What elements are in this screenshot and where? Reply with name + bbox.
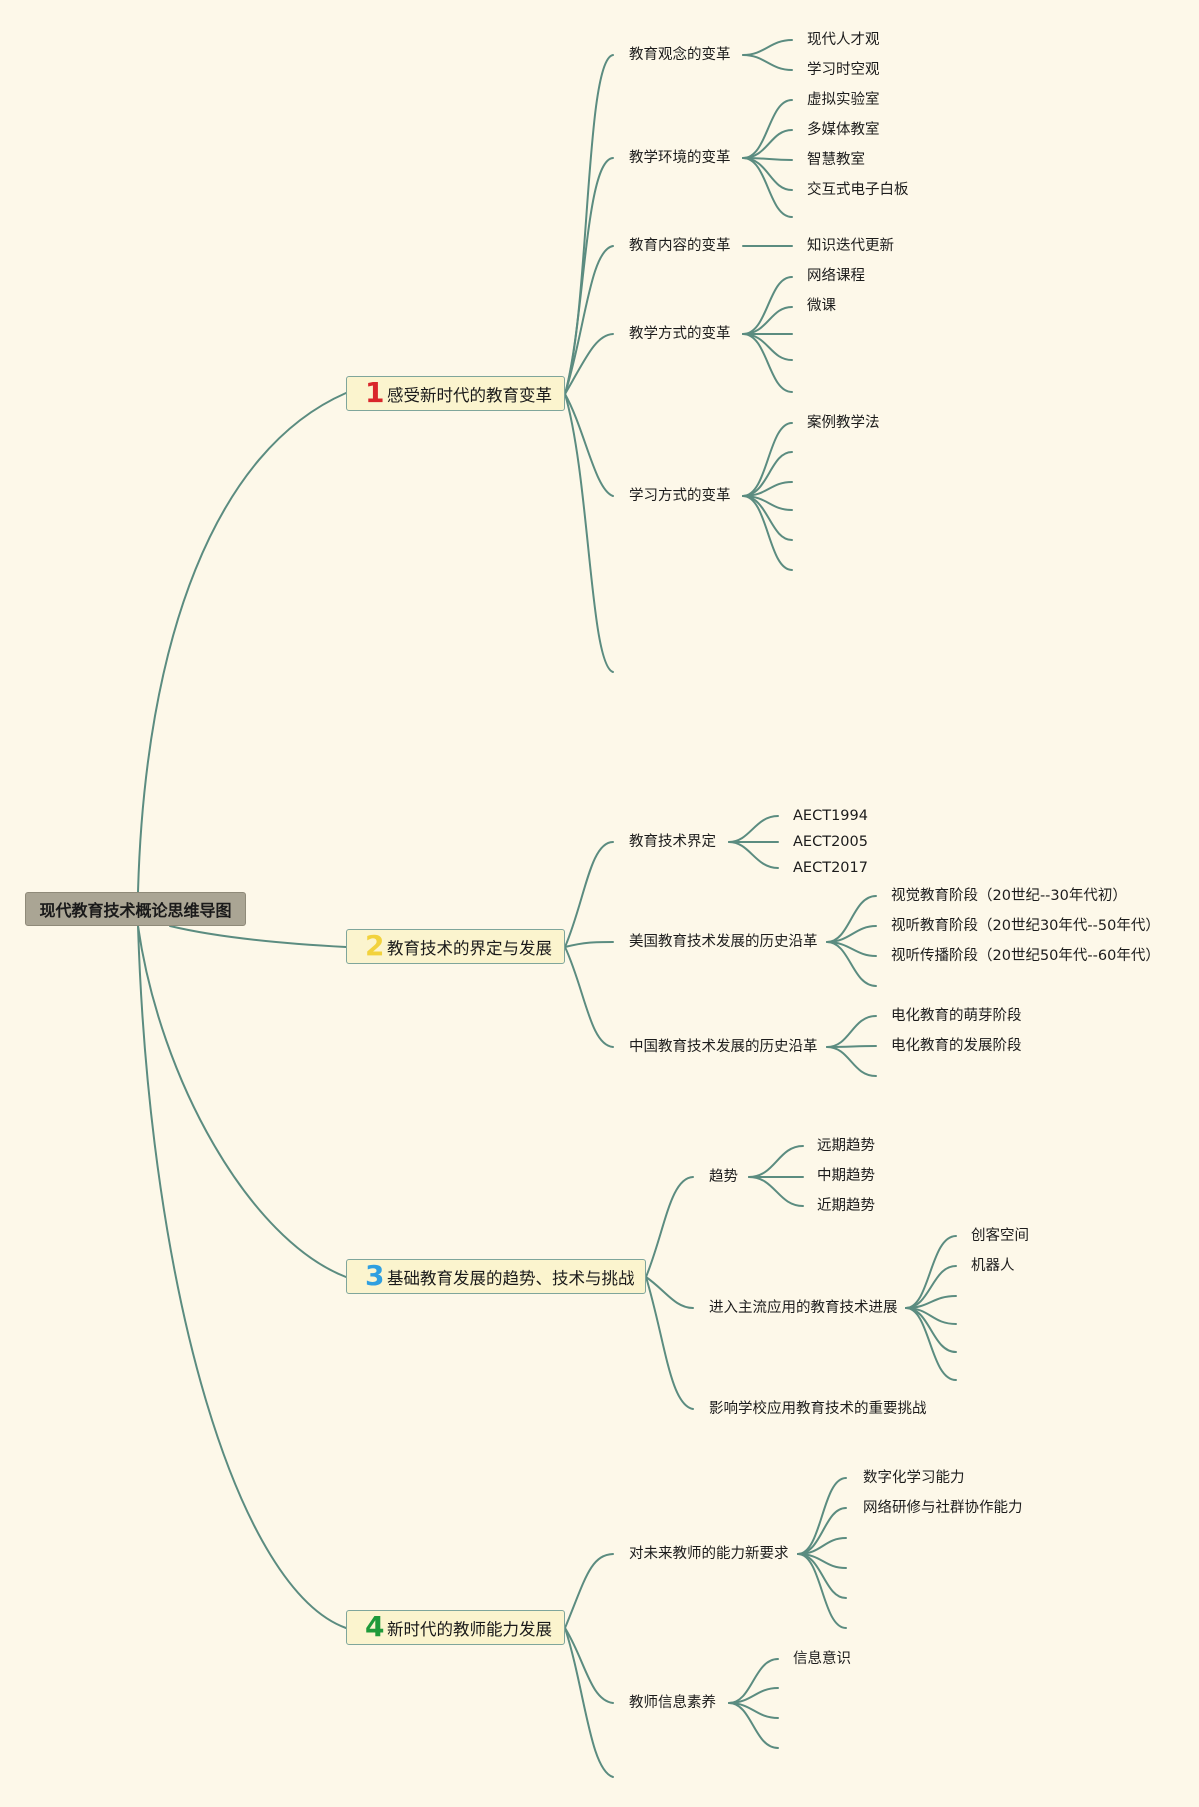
connector-root-branch-4: [137, 925, 347, 1629]
subtopic-label[interactable]: 中期趋势: [817, 1168, 875, 1184]
subtopic-label[interactable]: 现代人才观: [807, 32, 880, 48]
topic-label[interactable]: 学习方式的变革: [629, 488, 731, 504]
connector-b1-t4: [564, 333, 614, 395]
subtopic-label[interactable]: AECT2005: [793, 834, 868, 850]
branch-label-2: 教育技术的界定与发展: [387, 938, 552, 958]
subtopic-label[interactable]: 近期趋势: [817, 1198, 875, 1214]
subtopic-label[interactable]: 视听教育阶段（20世纪30年代--50年代）: [891, 918, 1160, 934]
subtopic-label[interactable]: 机器人: [971, 1258, 1015, 1274]
topic-label[interactable]: 教师信息素养: [629, 1695, 716, 1711]
branch-node-2[interactable]: 2 教育技术的界定与发展: [346, 929, 565, 964]
topic-label[interactable]: 对未来教师的能力新要求: [629, 1546, 789, 1562]
topic-label[interactable]: 教育内容的变革: [629, 238, 731, 254]
topic-label[interactable]: 进入主流应用的教育技术进展: [709, 1300, 898, 1316]
connector-b1-t5: [564, 393, 614, 497]
subtopic-label[interactable]: 电化教育的发展阶段: [891, 1038, 1022, 1054]
branch-number-1: 1: [365, 375, 385, 409]
root-node[interactable]: 现代教育技术概论思维导图: [25, 892, 246, 926]
subtopic-label[interactable]: AECT1994: [793, 808, 868, 824]
topic-label[interactable]: 教育技术界定: [629, 834, 716, 850]
subtopic-label[interactable]: 知识迭代更新: [807, 238, 894, 254]
subtopic-label[interactable]: AECT2017: [793, 860, 868, 876]
branch-number-3: 3: [365, 1258, 385, 1292]
connector-root-branch-2: [169, 925, 347, 948]
connector-b1-t6: [564, 393, 614, 673]
subtopic-label[interactable]: 视听传播阶段（20世纪50年代--60年代）: [891, 948, 1160, 964]
branch-label-4: 新时代的教师能力发展: [387, 1619, 552, 1639]
connector-root-branch-3: [137, 925, 347, 1278]
connector-b1-t3: [564, 245, 614, 395]
subtopic-label[interactable]: 学习时空观: [807, 62, 880, 78]
subtopic-label[interactable]: 电化教育的萌芽阶段: [891, 1008, 1022, 1024]
branch-label-1: 感受新时代的教育变革: [387, 385, 552, 405]
subtopic-label[interactable]: 视觉教育阶段（20世纪--30年代初）: [891, 888, 1127, 904]
branch-node-3[interactable]: 3 基础教育发展的趋势、技术与挑战: [346, 1259, 646, 1294]
subtopic-label[interactable]: 网络研修与社群协作能力: [863, 1500, 1023, 1516]
connector-root-branch-1: [137, 392, 347, 893]
subtopic-label[interactable]: 微课: [807, 298, 836, 314]
topic-label[interactable]: 影响学校应用教育技术的重要挑战: [709, 1401, 927, 1417]
topic-label[interactable]: 教育观念的变革: [629, 47, 731, 63]
subtopic-label[interactable]: 多媒体教室: [807, 122, 880, 138]
subtopic-label[interactable]: 信息意识: [793, 1651, 851, 1667]
branch-number-4: 4: [365, 1609, 385, 1643]
connector-b1-t2: [564, 157, 614, 395]
subtopic-label[interactable]: 数字化学习能力: [863, 1470, 965, 1486]
subtopic-label[interactable]: 智慧教室: [807, 152, 865, 168]
subtopic-label[interactable]: 网络课程: [807, 268, 865, 284]
subtopic-label[interactable]: 远期趋势: [817, 1138, 875, 1154]
subtopic-label[interactable]: 交互式电子白板: [807, 182, 909, 198]
branch-node-1[interactable]: 1 感受新时代的教育变革: [346, 376, 565, 411]
root-title: 现代教育技术概论思维导图: [39, 901, 232, 920]
branch-label-3: 基础教育发展的趋势、技术与挑战: [387, 1268, 635, 1288]
branch-number-2: 2: [365, 928, 385, 962]
topic-label[interactable]: 趋势: [709, 1169, 738, 1185]
subtopic-label[interactable]: 创客空间: [971, 1228, 1029, 1244]
branch-node-4[interactable]: 4 新时代的教师能力发展: [346, 1610, 565, 1645]
topic-label[interactable]: 美国教育技术发展的历史沿革: [629, 934, 818, 950]
topic-label[interactable]: 教学方式的变革: [629, 326, 731, 342]
topic-label[interactable]: 中国教育技术发展的历史沿革: [629, 1039, 818, 1055]
topic-label[interactable]: 教学环境的变革: [629, 150, 731, 166]
subtopic-label[interactable]: 案例教学法: [807, 415, 880, 431]
subtopic-label[interactable]: 虚拟实验室: [807, 92, 880, 108]
